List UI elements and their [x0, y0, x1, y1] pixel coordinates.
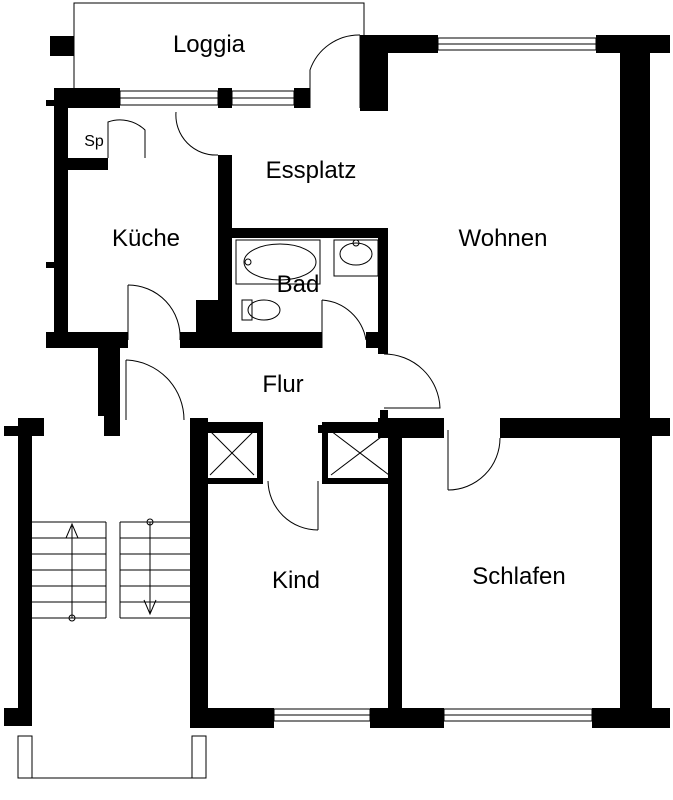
- room-label-essplatz: Essplatz: [266, 157, 357, 184]
- stair-window-left: [17, 735, 33, 779]
- room-label-kind: Kind: [272, 567, 320, 594]
- sp-door: [107, 119, 146, 158]
- essplatz-door: [175, 111, 219, 156]
- kitchen-walls: [46, 100, 232, 348]
- schlafen-door: [447, 430, 501, 491]
- bath-door: [321, 299, 367, 348]
- top-walls: [54, 35, 670, 727]
- kind-walls: [190, 436, 670, 728]
- loggia-area: [50, 2, 388, 111]
- kitchen-door: [127, 284, 181, 341]
- room-label-bad: Bad: [277, 271, 320, 298]
- staircase: [4, 418, 207, 779]
- room-label-schlafen: Schlafen: [472, 563, 565, 590]
- windows: [17, 37, 597, 779]
- loggia-door: [309, 34, 361, 108]
- stair-window-right: [191, 735, 207, 779]
- room-label-sp: Sp: [84, 133, 104, 150]
- entrance-door: [125, 359, 185, 421]
- room-label-loggia: Loggia: [173, 31, 246, 58]
- room-label-kueche: Küche: [112, 225, 180, 252]
- room-label-wohnen: Wohnen: [459, 225, 548, 252]
- wohnen-door: [383, 353, 441, 409]
- room-label-flur: Flur: [262, 371, 303, 398]
- bath-walls: [196, 228, 388, 354]
- kind-door: [267, 480, 319, 531]
- shafts: [201, 422, 398, 484]
